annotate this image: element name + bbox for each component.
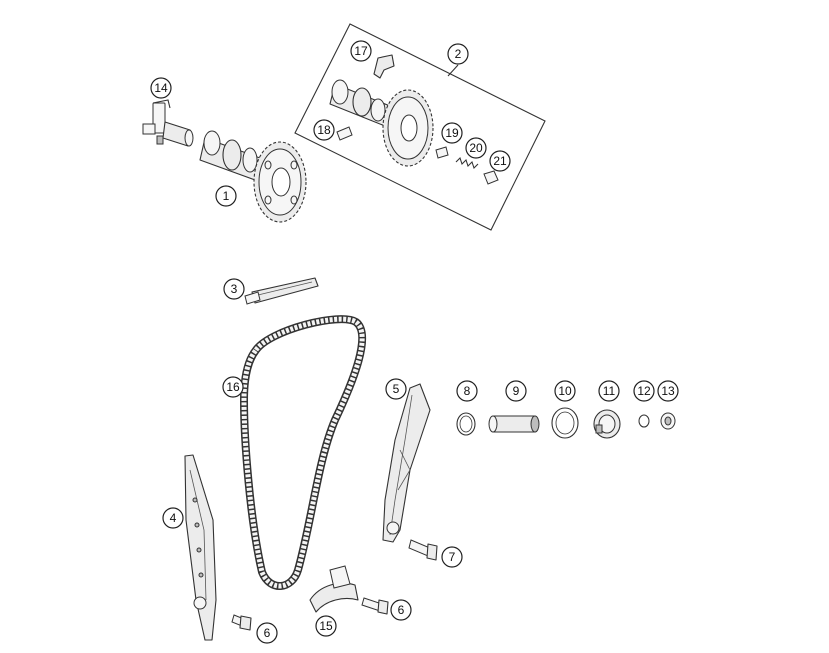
part-4-chain-guide	[184, 454, 217, 641]
svg-text:3: 3	[231, 282, 238, 296]
svg-text:4: 4	[170, 511, 177, 525]
callout-16: 16	[222, 376, 244, 398]
callout-13: 13	[657, 380, 679, 402]
part-5-tensioner-rail	[382, 383, 431, 543]
callout-3: 3	[223, 278, 245, 300]
svg-text:8: 8	[464, 384, 471, 398]
part-10-seal-ring	[551, 407, 579, 439]
svg-text:21: 21	[493, 154, 507, 168]
svg-text:5: 5	[393, 382, 400, 396]
part-17-lever	[373, 54, 395, 79]
callout-6-left: 6	[256, 622, 278, 644]
svg-text:6: 6	[398, 603, 405, 617]
part-8-washer	[456, 412, 476, 436]
callout-4: 4	[162, 507, 184, 529]
assembly-frame	[294, 23, 546, 231]
callout-21: 21	[489, 150, 511, 172]
sprocket-1	[253, 141, 307, 223]
part-11-screw-plug	[593, 409, 621, 439]
part-15-lower-guide	[309, 565, 359, 613]
part-19-plug	[435, 146, 449, 159]
part-20-spring	[455, 156, 479, 170]
svg-text:17: 17	[354, 44, 368, 58]
callout-19: 19	[441, 122, 463, 144]
svg-text:1: 1	[223, 189, 230, 203]
part-9-tensioner-plunger	[488, 415, 540, 433]
callout-20: 20	[465, 137, 487, 159]
callout-5: 5	[385, 378, 407, 400]
part-12-o-ring	[638, 414, 650, 428]
part-1-camshaft	[199, 130, 307, 223]
svg-text:16: 16	[226, 380, 240, 394]
callout-9: 9	[505, 380, 527, 402]
svg-text:20: 20	[469, 141, 483, 155]
svg-text:18: 18	[317, 123, 331, 137]
part-2-camshaft-assembly	[329, 79, 434, 167]
svg-text:9: 9	[513, 384, 520, 398]
part-3-guide-rail	[244, 277, 319, 305]
svg-text:19: 19	[445, 126, 459, 140]
svg-text:15: 15	[319, 619, 333, 633]
svg-text:14: 14	[154, 81, 168, 95]
callout-7: 7	[441, 546, 463, 568]
part-16-timing-chain	[239, 315, 367, 590]
svg-text:13: 13	[661, 384, 675, 398]
part-14-bracket	[142, 99, 194, 147]
svg-text:11: 11	[603, 384, 616, 398]
callout-17: 17	[350, 40, 372, 62]
callout-2: 2	[447, 43, 469, 65]
callout-15: 15	[315, 615, 337, 637]
callout-11: 11	[598, 380, 620, 402]
part-6-bolt-b	[231, 614, 252, 631]
svg-text:10: 10	[558, 384, 572, 398]
svg-text:7: 7	[449, 550, 456, 564]
callout-1: 1	[215, 185, 237, 207]
callout-6-right: 6	[390, 599, 412, 621]
callout-8: 8	[456, 380, 478, 402]
callout-18: 18	[313, 119, 335, 141]
callout-10: 10	[554, 380, 576, 402]
part-6-bolt-a	[361, 597, 389, 615]
part-21-bolt	[483, 170, 499, 185]
callout-14: 14	[150, 77, 172, 99]
callout-12: 12	[633, 380, 655, 402]
part-18-pin	[336, 126, 353, 141]
part-13-plug	[660, 412, 676, 430]
svg-text:12: 12	[637, 384, 651, 398]
svg-text:6: 6	[264, 626, 271, 640]
part-7-bolt	[408, 539, 438, 561]
svg-text:2: 2	[455, 47, 462, 61]
